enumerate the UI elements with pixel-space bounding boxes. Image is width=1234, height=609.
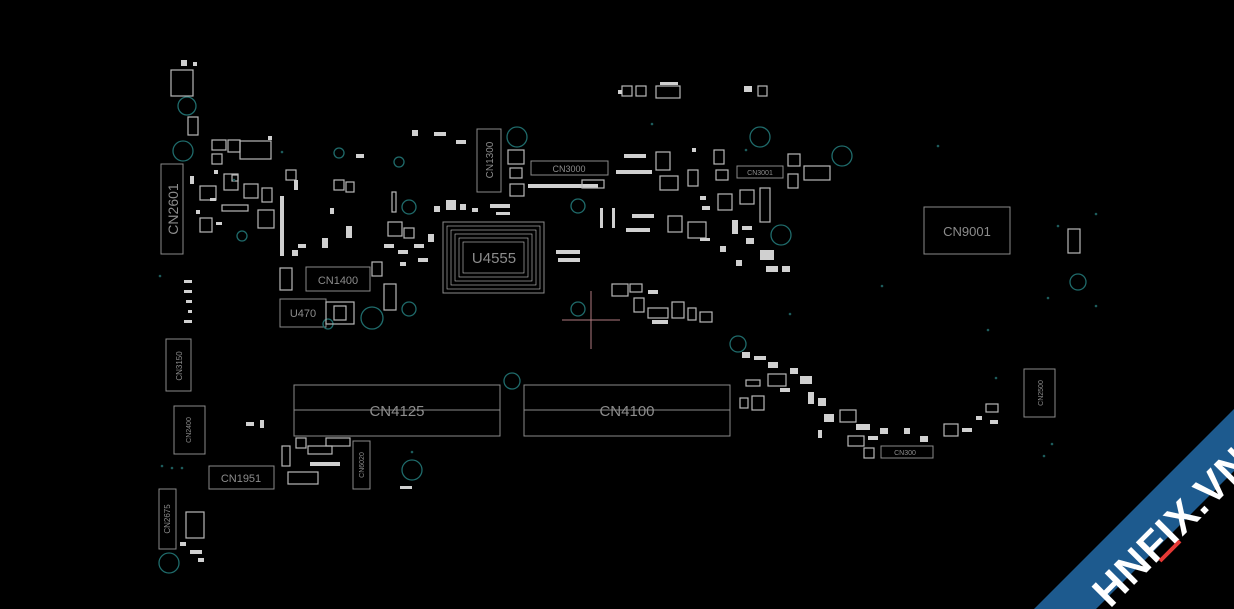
crosshair-cursor-icon (562, 291, 620, 349)
connector-cn9001[interactable]: CN9001 (923, 206, 1011, 255)
connector-cn4100[interactable]: CN4100 (523, 384, 731, 437)
chip-u4555[interactable]: U4555 (442, 221, 545, 294)
connector-cn3150-label: CN3150 (175, 351, 184, 381)
connector-cn6020[interactable]: CN6020 (352, 440, 371, 490)
connector-cn1300[interactable]: CN1300 (476, 128, 502, 193)
connector-cn300[interactable]: CN300 (880, 445, 934, 459)
watermark-text: HNFIX.VN (1083, 438, 1234, 609)
connector-cn2601-label: CN2601 (165, 183, 181, 235)
connector-cn2500-label: CN2500 (1038, 380, 1045, 406)
connector-cn4125[interactable]: CN4125 (293, 384, 501, 437)
connector-cn2500[interactable]: CN2500 (1023, 368, 1056, 418)
connector-cn3150[interactable]: CN3150 (165, 338, 192, 392)
connector-cn300-label: CN300 (894, 450, 916, 457)
connector-cn2400[interactable]: CN2400 (173, 405, 206, 455)
chip-u470[interactable]: U470 (279, 298, 327, 328)
component-pads (170, 60, 999, 562)
connector-cn9001-label: CN9001 (943, 224, 991, 239)
via-dots (158, 122, 1098, 470)
connector-cn2601[interactable]: CN2601 (160, 163, 184, 255)
watermark-band (1034, 409, 1234, 609)
connector-cn3000[interactable]: CN3000 (530, 160, 609, 176)
chip-u470-label: U470 (290, 308, 316, 320)
connector-cn2675-label: CN2675 (163, 504, 172, 534)
connector-cn1951-label: CN1951 (221, 473, 261, 485)
watermark: HNFIX.VN (1034, 409, 1234, 609)
connector-cn3000-label: CN3000 (552, 164, 585, 174)
connector-cn1400[interactable]: CN1400 (305, 266, 371, 292)
watermark-accent (1158, 539, 1182, 563)
connector-cn2675[interactable]: CN2675 (158, 488, 177, 550)
connector-cn1300-label: CN1300 (485, 141, 496, 178)
chip-u4555-label: U4555 (472, 250, 516, 267)
connector-cn2400-label: CN2400 (186, 417, 193, 443)
connector-cn4100-label: CN4100 (599, 403, 654, 420)
connector-cn6020-label: CN6020 (359, 452, 366, 478)
connector-cn3001-label: CN3001 (747, 170, 773, 177)
connector-cn1951[interactable]: CN1951 (208, 465, 275, 490)
connector-cn3001[interactable]: CN3001 (736, 165, 784, 179)
connector-cn1400-label: CN1400 (318, 275, 358, 287)
connector-cn4125-label: CN4125 (369, 403, 424, 420)
mounting-holes (158, 96, 1087, 574)
